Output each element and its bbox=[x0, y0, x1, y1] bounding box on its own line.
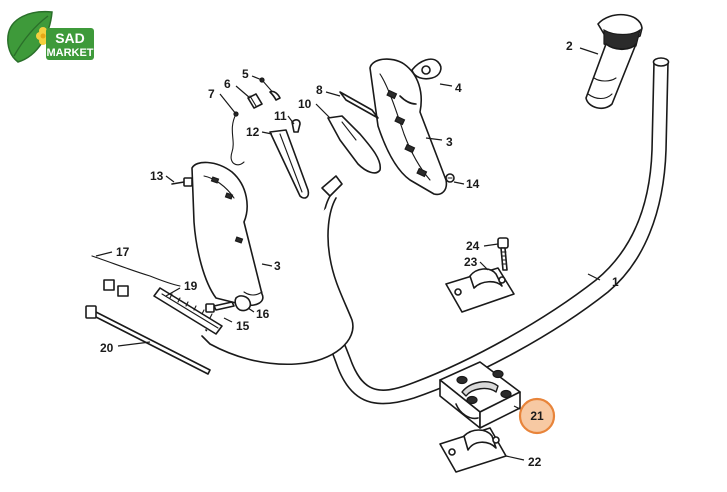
callout-15: 15 bbox=[236, 319, 250, 333]
part-3-handle-lower bbox=[191, 161, 264, 307]
part-24-screw bbox=[497, 237, 509, 271]
callout-17: 17 bbox=[116, 245, 130, 259]
callout-5: 5 bbox=[242, 67, 249, 81]
part-16-nut bbox=[234, 295, 252, 312]
callout-24: 24 bbox=[466, 239, 480, 253]
logo-label-bg bbox=[46, 28, 94, 60]
callout-2: 2 bbox=[566, 39, 573, 53]
sad-market-logo: SAD MARKET bbox=[7, 10, 94, 63]
callout-20: 20 bbox=[100, 341, 114, 355]
callout-19: 19 bbox=[184, 279, 198, 293]
part-21-clamp-base bbox=[439, 361, 521, 429]
logo-text-line2: MARKET bbox=[46, 47, 93, 59]
callout-4: 4 bbox=[455, 81, 462, 95]
callout-3b: 3 bbox=[274, 259, 281, 273]
callout-16: 16 bbox=[256, 307, 270, 321]
callout-7: 7 bbox=[208, 87, 215, 101]
leader-lines bbox=[95, 47, 601, 461]
callout-23: 23 bbox=[464, 255, 478, 269]
part-11-clip bbox=[291, 119, 301, 133]
part-1-handlebar bbox=[301, 57, 670, 405]
callout-22: 22 bbox=[528, 455, 542, 469]
control-cable bbox=[201, 175, 354, 366]
part-17-wire bbox=[91, 255, 181, 297]
part-23-clamp-top bbox=[445, 267, 515, 313]
part-22-clamp-bottom bbox=[439, 427, 507, 473]
part-13-screw bbox=[171, 177, 193, 187]
callout-13: 13 bbox=[150, 169, 164, 183]
callout-6: 6 bbox=[224, 77, 231, 91]
callout-12: 12 bbox=[246, 125, 260, 139]
part-19-conduit bbox=[153, 287, 223, 335]
part-5-pin bbox=[259, 77, 281, 101]
callout-3a: 3 bbox=[446, 135, 453, 149]
callout-21: 21 bbox=[530, 409, 544, 423]
part-14-screw bbox=[445, 173, 455, 183]
callout-labels: 1 2 3 3 4 5 6 7 8 10 11 12 13 14 15 16 1… bbox=[100, 39, 619, 469]
part-7-spring bbox=[230, 111, 245, 166]
logo-text-line1: SAD bbox=[55, 30, 85, 46]
callout-1: 1 bbox=[612, 275, 619, 289]
highlight-circle-21 bbox=[518, 397, 556, 435]
callout-8: 8 bbox=[316, 83, 323, 97]
callout-11: 11 bbox=[274, 109, 287, 123]
part-2-grip bbox=[585, 13, 643, 110]
part-10-trigger bbox=[327, 115, 382, 174]
part-4-rocker bbox=[411, 58, 442, 80]
part-12-lock bbox=[269, 129, 310, 199]
logo-leaf-vein bbox=[13, 15, 49, 57]
part-6-screw bbox=[247, 93, 263, 109]
part-15-screw bbox=[205, 301, 235, 313]
part-8-lever bbox=[339, 91, 379, 119]
callout-14: 14 bbox=[466, 177, 480, 191]
callout-10: 10 bbox=[298, 97, 312, 111]
part-3-housing-upper bbox=[369, 58, 448, 196]
